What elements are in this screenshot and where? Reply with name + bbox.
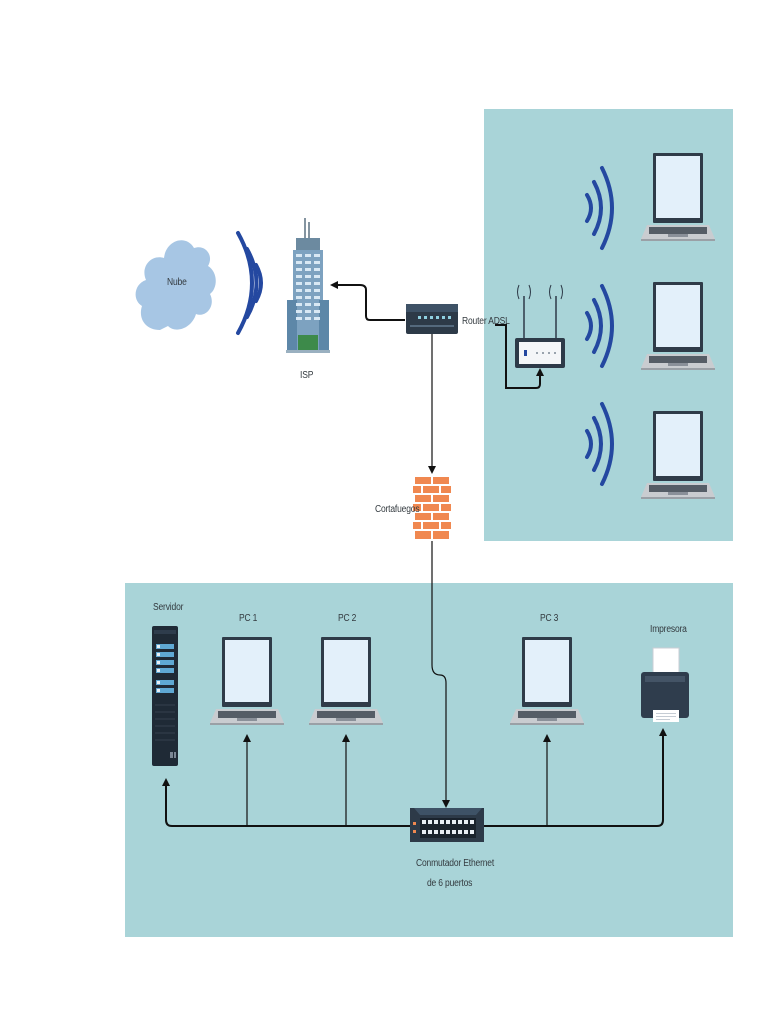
cloud-icon xyxy=(135,240,216,330)
cloud-label: Nube xyxy=(167,277,187,288)
server-label: Servidor xyxy=(153,602,184,613)
firewall-icon xyxy=(413,475,451,541)
link-firewall-switch xyxy=(431,540,450,808)
wifi-signal-icon xyxy=(236,231,263,335)
printer-label: Impresora xyxy=(650,624,687,635)
link-router-isp xyxy=(330,281,405,321)
switch-label-line2: de 6 puertos xyxy=(427,878,473,889)
isp-label: ISP xyxy=(300,370,314,381)
pc3-label: PC 3 xyxy=(540,613,559,624)
printer-icon xyxy=(641,647,689,722)
lan-bus-left xyxy=(162,778,410,827)
switch-label-line1: Conmutador Ethernet xyxy=(416,858,495,869)
router-label: Router ADSL xyxy=(462,316,510,327)
lan-bus-right xyxy=(483,728,667,827)
server-icon xyxy=(152,626,178,766)
wireless-router-icon xyxy=(515,284,565,368)
isp-building-icon xyxy=(286,218,330,353)
adsl-router-icon xyxy=(406,304,458,334)
firewall-label: Cortafuegos xyxy=(375,504,420,515)
link-router-wifi-router xyxy=(495,324,544,389)
pc1-label: PC 1 xyxy=(239,613,258,624)
pc2-label: PC 2 xyxy=(338,613,357,624)
ethernet-switch-icon xyxy=(410,808,484,842)
